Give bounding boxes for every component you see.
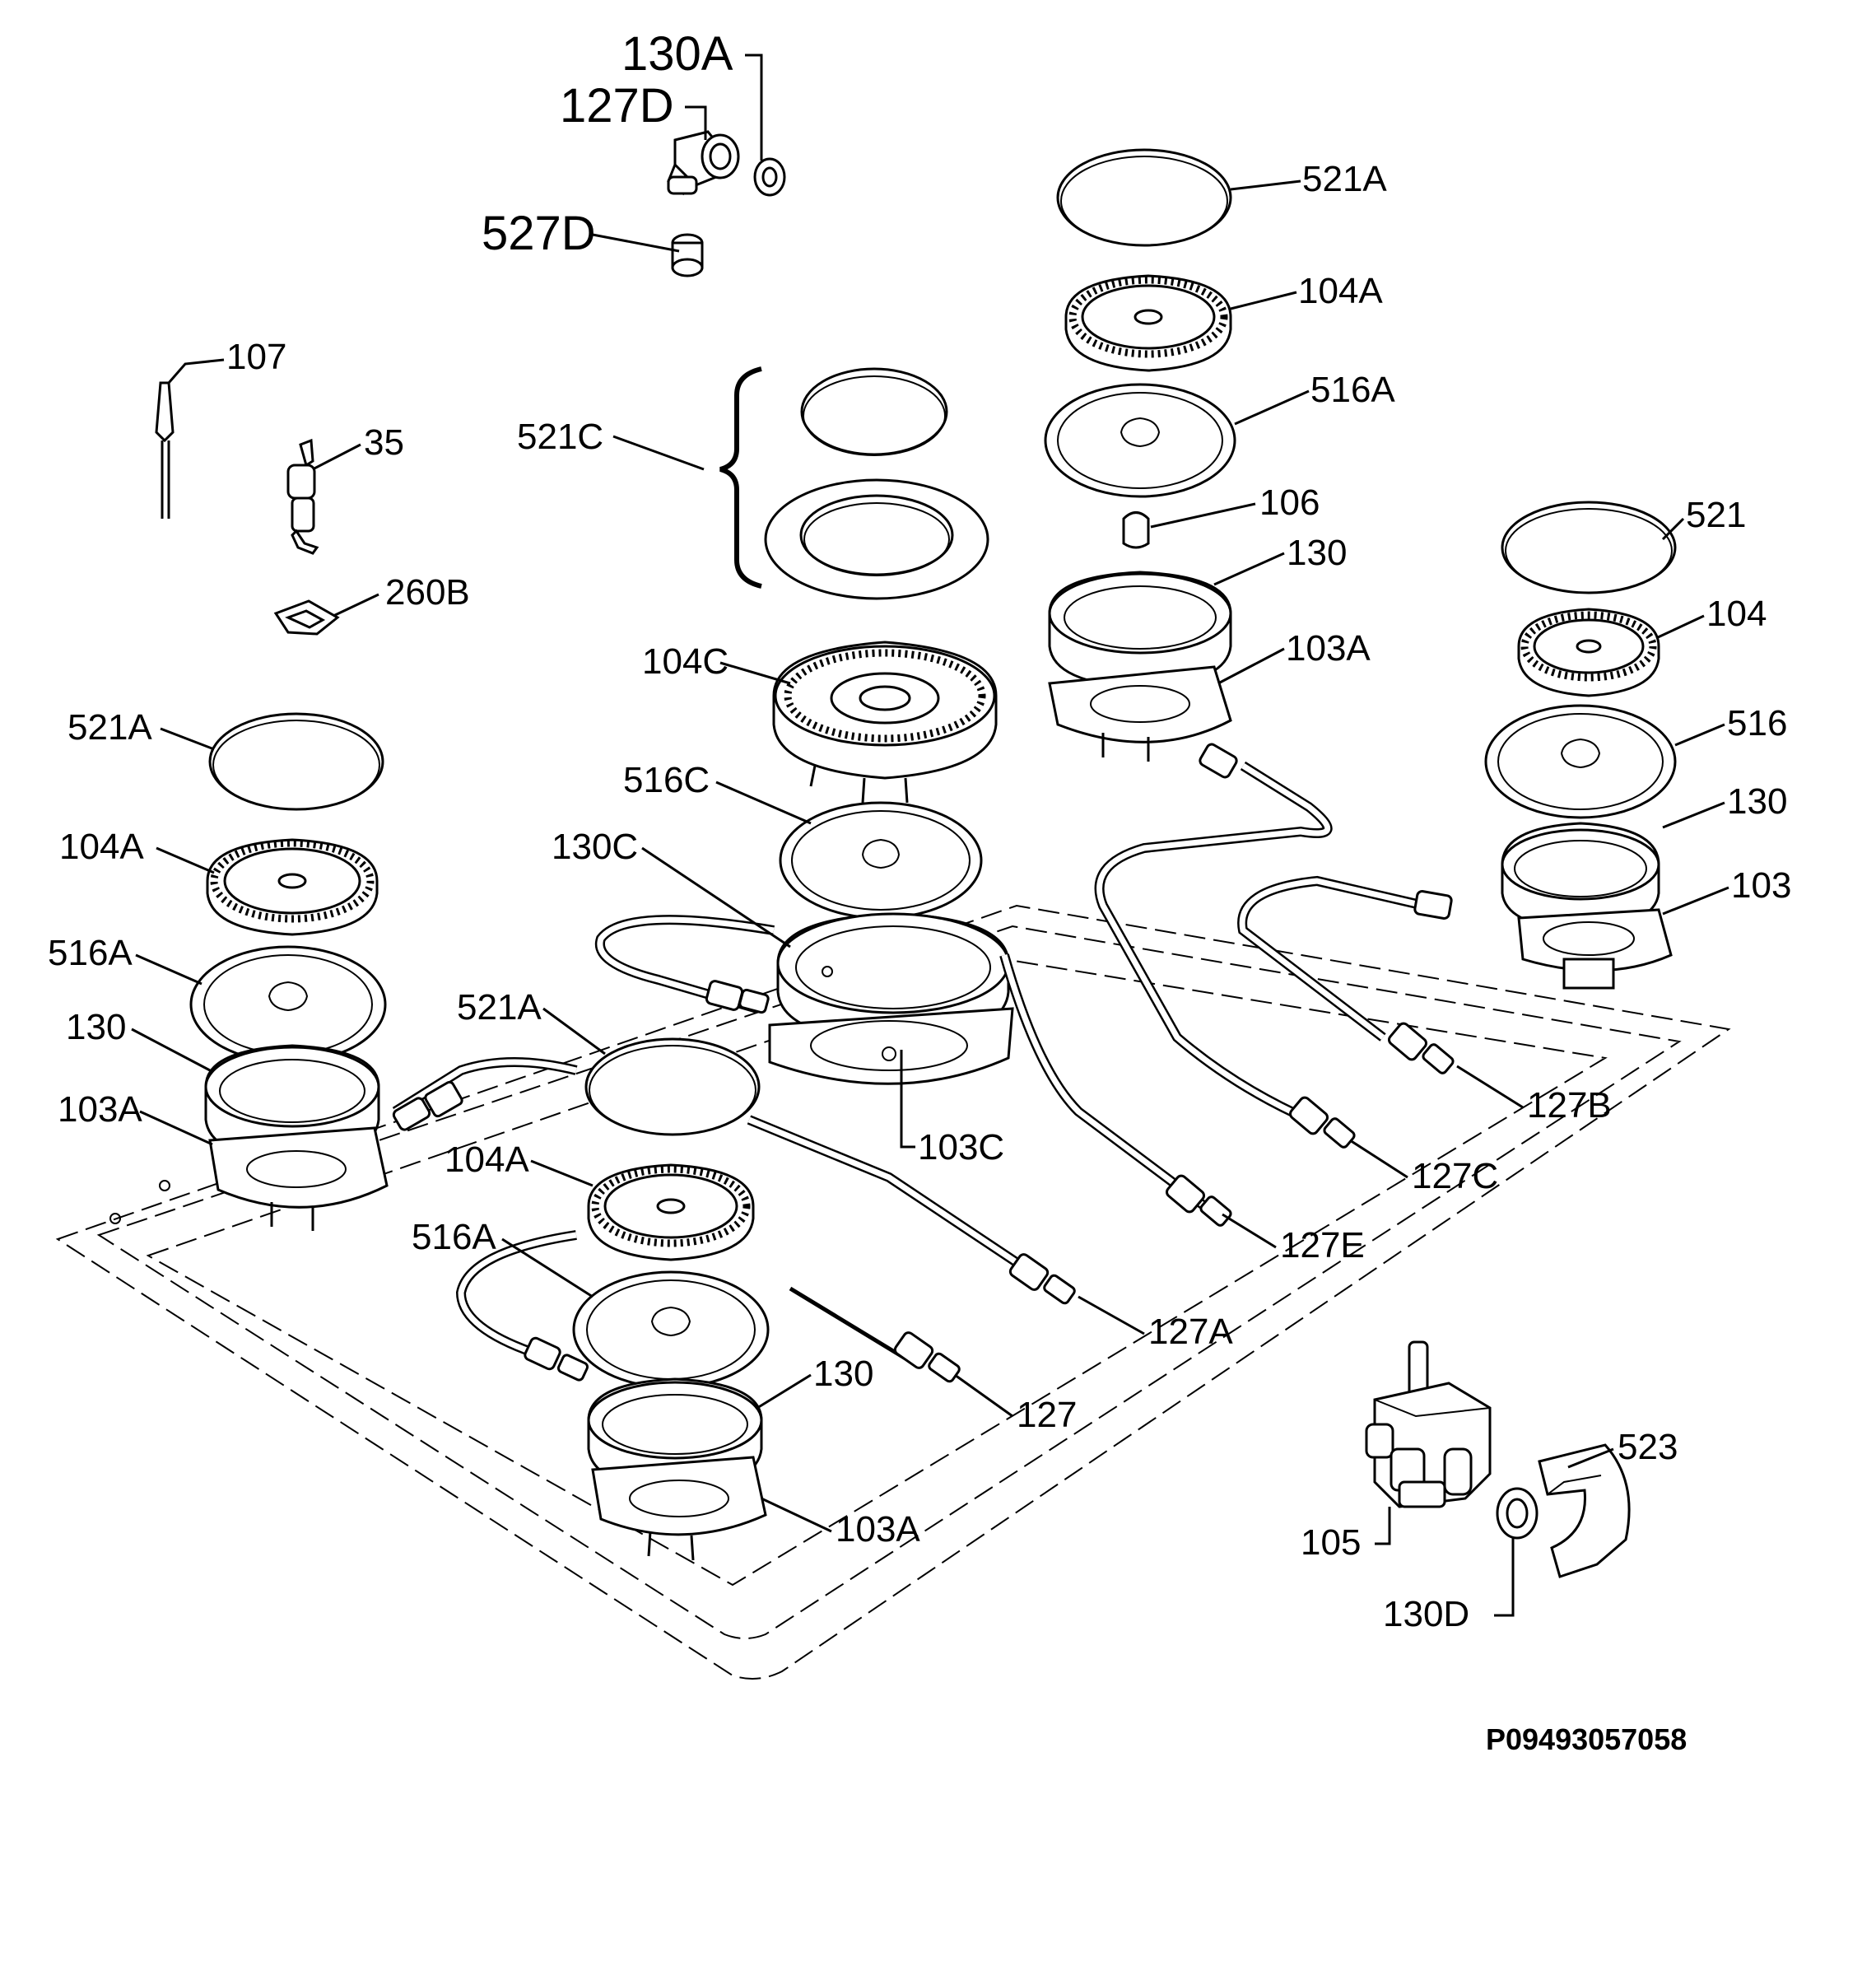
brace-521c: [719, 366, 762, 589]
cap-521a-mid: [584, 1037, 761, 1136]
label-107: 107: [226, 337, 286, 377]
label-521a-mid: 521A: [457, 987, 542, 1028]
label-521c: 521C: [517, 417, 603, 457]
label-521: 521: [1686, 495, 1746, 535]
label-103: 103: [1731, 865, 1791, 906]
label-127b: 127B: [1527, 1085, 1612, 1125]
cap-521a-left: [208, 712, 384, 811]
cap-521-far-right: [1501, 501, 1677, 594]
burner-104-far-right: [1517, 608, 1660, 697]
label-127d: 127D: [560, 79, 674, 133]
burner-104a-right: [1064, 274, 1232, 372]
burner-104a-left: [206, 838, 379, 936]
nut-part-527d: [671, 233, 704, 277]
burner-104c: [772, 641, 998, 804]
label-106: 106: [1259, 482, 1320, 523]
clip-523: [1538, 1443, 1631, 1578]
cap-516a-front: [572, 1270, 770, 1389]
label-104a-left: 104A: [59, 827, 144, 867]
base-103-far-right: [1517, 908, 1673, 990]
gas-valve-105: [1365, 1340, 1492, 1508]
label-104: 104: [1706, 594, 1767, 634]
base-103a-front: [591, 1456, 767, 1561]
label-516a-right: 516A: [1310, 370, 1395, 410]
label-104a-right: 104A: [1298, 271, 1383, 311]
label-130a-top: 130A: [621, 27, 733, 81]
label-35: 35: [364, 422, 404, 463]
label-130-far-right: 130: [1727, 781, 1787, 822]
label-130-left: 130: [66, 1007, 126, 1047]
label-516a-left: 516A: [48, 933, 133, 973]
label-103c: 103C: [918, 1127, 1004, 1167]
thermocouple-part: [155, 381, 175, 519]
label-103a-right: 103A: [1286, 628, 1371, 669]
burner-104a-front: [587, 1163, 755, 1261]
base-103c: [768, 1007, 1014, 1085]
label-516c: 516C: [623, 760, 710, 800]
cap-521c-ring: [764, 478, 989, 600]
cap-516c: [779, 801, 983, 920]
seal-130d: [1496, 1487, 1539, 1540]
cap-521c-small: [800, 367, 948, 456]
label-104a-front: 104A: [445, 1139, 529, 1180]
pipe-fittings: [392, 743, 1455, 1383]
label-130c: 130C: [552, 827, 638, 867]
injector-106: [1122, 511, 1150, 549]
ignition-electrode-part: [286, 438, 319, 555]
base-103a-right: [1048, 665, 1232, 762]
label-260b: 260B: [385, 572, 470, 613]
label-104c: 104C: [642, 641, 729, 682]
label-130-front: 130: [813, 1354, 873, 1394]
label-516a-front: 516A: [412, 1217, 496, 1257]
cap-516a-right: [1044, 383, 1236, 498]
label-103a-front: 103A: [836, 1509, 920, 1550]
part-labels: 130A 127D 527D 107 35 260B 521C 521A 104…: [48, 27, 1791, 1756]
label-127: 127: [1017, 1395, 1077, 1435]
ring-130-right: [1048, 571, 1232, 689]
label-521a-left: 521A: [67, 707, 152, 748]
base-103a-left: [208, 1126, 389, 1231]
cap-516-far-right: [1484, 704, 1677, 819]
label-105: 105: [1301, 1522, 1361, 1563]
gas-pipes: [392, 761, 1426, 1361]
label-521a-right: 521A: [1302, 159, 1387, 199]
label-130d: 130D: [1383, 1594, 1469, 1634]
label-516: 516: [1727, 703, 1787, 743]
label-103a-left: 103A: [58, 1089, 142, 1130]
label-127a: 127A: [1148, 1312, 1233, 1352]
label-127c: 127C: [1412, 1156, 1498, 1196]
label-127e: 127E: [1280, 1225, 1365, 1265]
ring-130-far-right: [1501, 822, 1660, 932]
label-130-right: 130: [1287, 533, 1347, 573]
drawing-code: P09493057058: [1486, 1722, 1687, 1756]
elbow-connector-part: [667, 130, 786, 197]
leader-lines: [131, 54, 1729, 1617]
cap-521a-right: [1056, 148, 1232, 247]
label-523: 523: [1618, 1427, 1678, 1467]
clip-part: [273, 599, 340, 636]
label-527d: 527D: [482, 207, 596, 260]
